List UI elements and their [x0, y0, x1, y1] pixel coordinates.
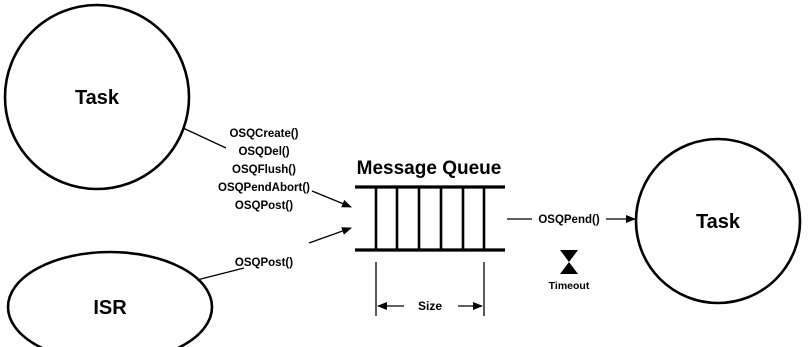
task-api-calls: OSQCreate() OSQDel() OSQFlush() OSQPendA…: [218, 128, 310, 212]
task-left-circle: [3, 3, 191, 191]
isr-node: ISR: [6, 250, 214, 347]
task-left-node: Task: [3, 3, 191, 191]
api-call-osqpendabort: OSQPendAbort(): [218, 182, 310, 194]
api-call-osqcreate: OSQCreate(): [229, 128, 298, 140]
task-right-label: Task: [696, 211, 741, 233]
isr-to-queue-arrow: [308, 227, 352, 244]
message-queue-title: Message Queue: [357, 158, 502, 179]
isr-api-call-osqpost: OSQPost(): [235, 257, 293, 269]
task-right-node: Task: [634, 137, 802, 305]
size-dimension: Size: [375, 262, 485, 316]
size-label: Size: [418, 299, 442, 313]
task-to-queue-arrow: [311, 190, 352, 208]
api-call-osqdel: OSQDel(): [238, 146, 289, 158]
message-queue: [355, 185, 505, 252]
isr-ellipse: [6, 250, 214, 347]
hourglass-icon: [560, 250, 578, 274]
api-call-osqflush: OSQFlush(): [232, 164, 296, 176]
task-left-label: Task: [75, 87, 120, 109]
task-right-circle: [634, 137, 802, 305]
isr-connector-line: [196, 267, 245, 281]
isr-label: ISR: [93, 297, 127, 319]
pend-api-call-osqpend: OSQPend(): [538, 214, 600, 226]
timeout-label: Timeout: [549, 280, 590, 292]
api-call-osqpost: OSQPost(): [235, 200, 293, 212]
task-connector-line: [182, 127, 227, 149]
